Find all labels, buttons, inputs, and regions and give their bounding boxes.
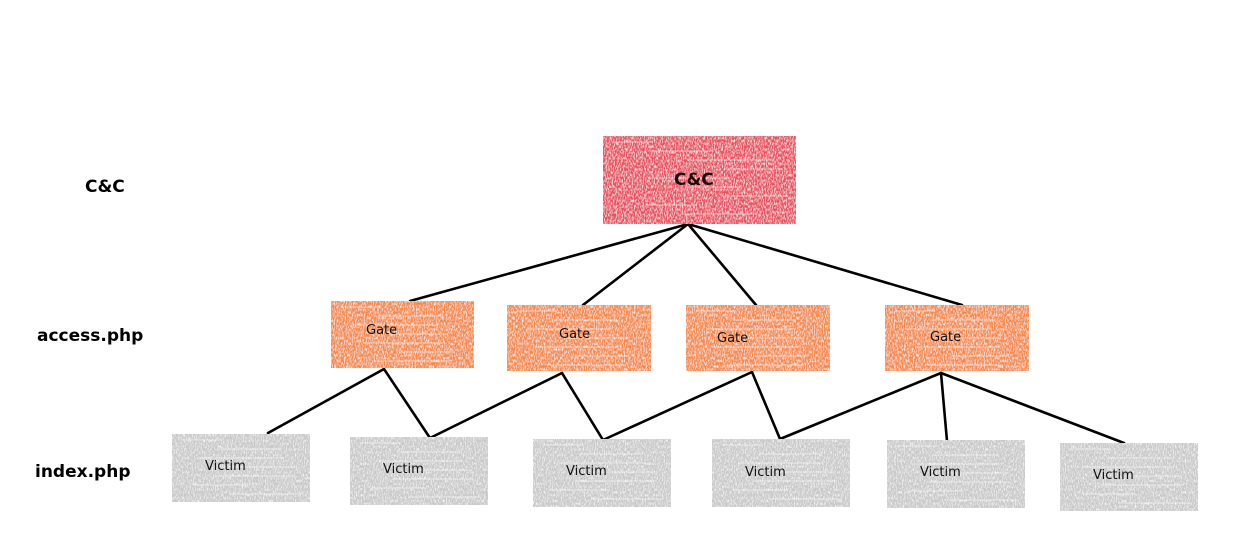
edge-root-to-gate-3 — [686, 222, 964, 307]
edge-gate-2-to-victim-3 — [750, 370, 782, 441]
node-hatch-gate-1 — [517, 310, 629, 366]
edge-gate-3-to-victim-3 — [778, 371, 943, 441]
node-label-victim-4: Victim — [920, 465, 961, 480]
edge-root-to-gate-2 — [686, 222, 758, 307]
node-label-gate-2: Gate — [717, 331, 749, 346]
edge-gate-1-to-victim-1 — [428, 371, 564, 440]
node-box-victim-1 — [350, 437, 488, 505]
nodes-layer — [172, 136, 1198, 511]
node-box-victim-5 — [1060, 443, 1198, 511]
node-hatch-victim-5 — [1070, 448, 1190, 504]
row-label-index-php: index.php — [35, 462, 131, 482]
edge-gate-3-to-victim-4 — [939, 371, 949, 443]
node-label-victim-2: Victim — [566, 464, 607, 479]
edges-layer — [266, 222, 1126, 445]
node-box-victim-4 — [887, 440, 1025, 508]
node-hatch-victim-1 — [360, 442, 480, 498]
node-label-gate-0: Gate — [366, 323, 398, 338]
node-label-root: C&C — [674, 170, 714, 190]
edge-root-to-gate-1 — [581, 222, 690, 307]
edge-gate-2-to-victim-2 — [601, 370, 754, 442]
node-box-victim-2 — [533, 439, 671, 507]
row-label-access-php: access.php — [37, 326, 144, 346]
edge-gate-1-to-victim-2 — [560, 371, 605, 442]
node-hatch-victim-2 — [543, 444, 663, 500]
node-hatch-gate-0 — [341, 306, 455, 362]
node-hatch-victim-4 — [897, 445, 1017, 501]
node-hatch-victim-0 — [182, 439, 302, 495]
edge-root-to-gate-0 — [408, 222, 690, 303]
node-label-gate-3: Gate — [930, 330, 962, 345]
node-hatch-gate-2 — [696, 310, 808, 366]
node-label-gate-1: Gate — [559, 327, 591, 342]
edge-gate-3-to-victim-5 — [939, 371, 1126, 445]
node-label-victim-1: Victim — [383, 462, 424, 477]
node-box-victim-0 — [172, 434, 310, 502]
node-hatch-root — [613, 141, 788, 215]
node-label-victim-0: Victim — [205, 459, 246, 474]
edge-gate-0-to-victim-1 — [382, 367, 432, 440]
edge-gate-0-to-victim-0 — [266, 367, 386, 435]
node-label-victim-5: Victim — [1093, 468, 1134, 483]
node-label-victim-3: Victim — [745, 465, 786, 480]
node-box-victim-3 — [712, 439, 850, 507]
row-label-cc: C&C — [85, 177, 125, 197]
node-hatch-victim-3 — [722, 444, 842, 500]
node-hatch-gate-3 — [895, 310, 1007, 366]
